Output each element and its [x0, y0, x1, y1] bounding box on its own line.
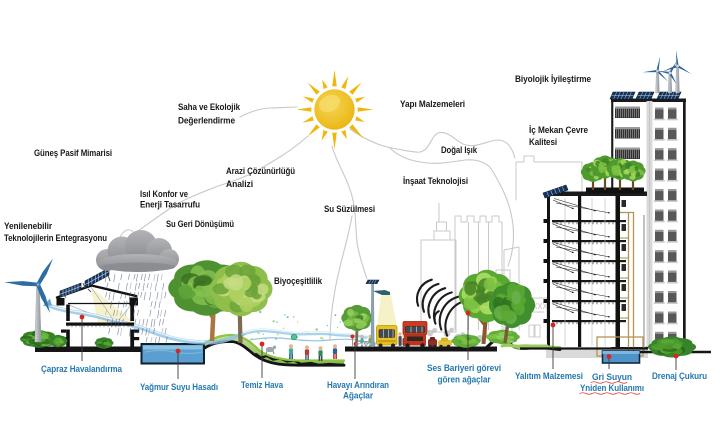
svg-text:Yapı Malzemeleri: Yapı Malzemeleri: [400, 99, 465, 109]
svg-text:gören ağaçlar: gören ağaçlar: [438, 375, 492, 385]
svg-text:Yalıtım Malzemesi: Yalıtım Malzemesi: [515, 371, 583, 381]
svg-text:Enerji Tasarrufu: Enerji Tasarrufu: [140, 200, 200, 210]
svg-text:Drenaj Çukuru: Drenaj Çukuru: [652, 371, 707, 381]
svg-text:Teknolojilerin Entegrasyonu: Teknolojilerin Entegrasyonu: [4, 233, 107, 243]
svg-text:İç Mekan Çevre: İç Mekan Çevre: [529, 125, 588, 135]
svg-text:Doğal Işık: Doğal Işık: [441, 145, 478, 155]
svg-text:Temiz Hava: Temiz Hava: [241, 380, 284, 390]
svg-text:Kalitesi: Kalitesi: [529, 137, 557, 147]
svg-text:Çapraz Havalandırma: Çapraz Havalandırma: [41, 364, 123, 374]
svg-text:Isıl Konfor ve: Isıl Konfor ve: [140, 189, 188, 199]
svg-text:Yağmur Suyu Hasadı: Yağmur Suyu Hasadı: [140, 382, 218, 392]
svg-text:Yenilenebilir: Yenilenebilir: [4, 221, 53, 231]
svg-text:Güneş Pasif Mimarisi: Güneş Pasif Mimarisi: [34, 148, 112, 158]
svg-text:Su Süzülmesi: Su Süzülmesi: [324, 204, 375, 214]
svg-text:Yniden Kullanımı: Yniden Kullanımı: [580, 383, 644, 393]
svg-text:Ses Bariyeri görevi: Ses Bariyeri görevi: [427, 363, 501, 373]
svg-text:Arazi Çözünürlüğü: Arazi Çözünürlüğü: [226, 166, 295, 176]
svg-text:Gri Suyun: Gri Suyun: [592, 372, 632, 382]
svg-text:Biyoçeşitlilik: Biyoçeşitlilik: [274, 276, 323, 286]
svg-text:Su Geri Dönüşümü: Su Geri Dönüşümü: [166, 219, 234, 229]
svg-text:İnşaat Teknolojisi: İnşaat Teknolojisi: [403, 176, 468, 186]
svg-text:Ağaçlar: Ağaçlar: [343, 391, 374, 401]
svg-text:Analizi: Analizi: [226, 179, 253, 189]
svg-text:Biyolojik İyileştirme: Biyolojik İyileştirme: [515, 74, 591, 84]
svg-text:Saha ve Ekolojik: Saha ve Ekolojik: [178, 102, 241, 112]
svg-text:Havayı Arındıran: Havayı Arındıran: [327, 380, 389, 390]
svg-text:Değerlendirme: Değerlendirme: [178, 116, 235, 126]
